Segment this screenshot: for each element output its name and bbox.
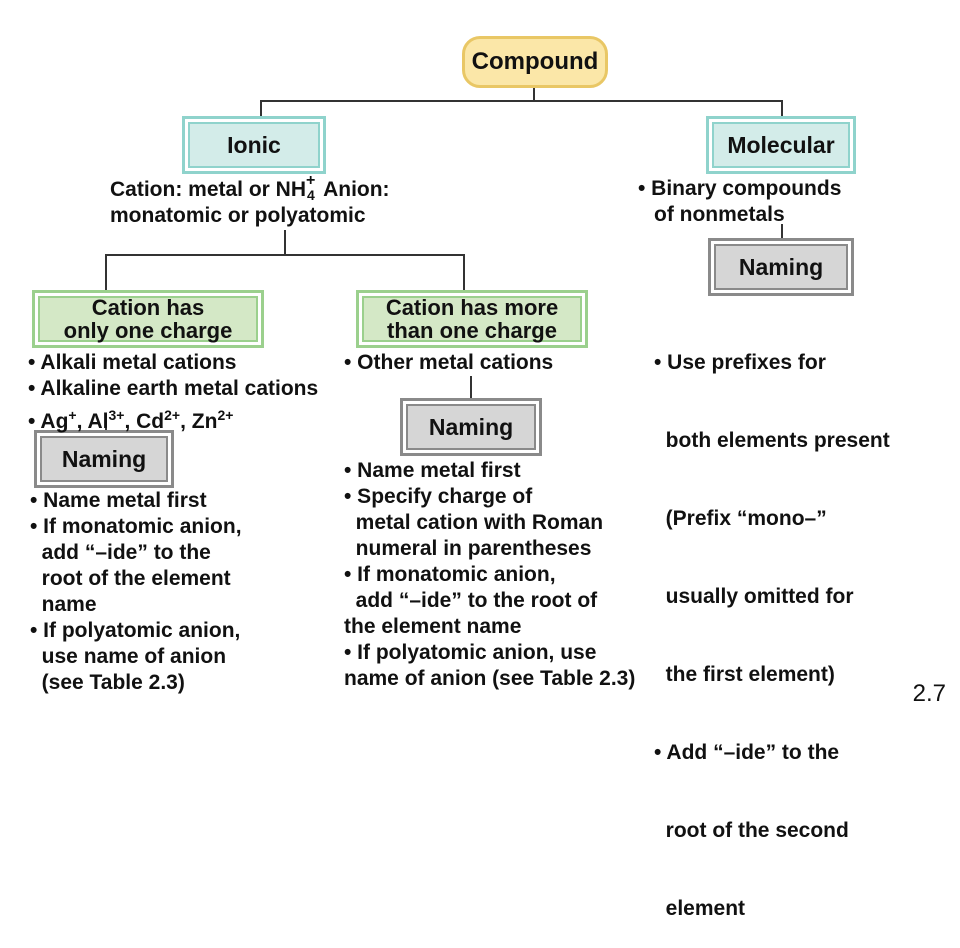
list-item: (see Table 2.3) — [30, 671, 185, 694]
ionic-description: Cation: metal or NH+4 Anion: monatomic o… — [110, 172, 390, 229]
connector-to-ionic — [260, 100, 262, 118]
list-item: (Prefix “mono–” — [654, 507, 827, 530]
list-item: metal cation with Roman — [344, 511, 604, 534]
molecular-desc-line1: • Binary compounds — [638, 177, 842, 200]
list-item: name of anion (see Table 2.3) — [344, 667, 636, 690]
ammonium-subscript: 4 — [307, 187, 315, 203]
ion-zn: Zn — [191, 410, 218, 433]
more-charge-label: Cation has more than one charge — [385, 294, 559, 343]
list-item: add “–ide” to the — [30, 541, 211, 564]
compound-label: Compound — [471, 48, 599, 76]
list-item: • If monatomic anion, — [344, 563, 556, 586]
molecular-node: Molecular — [706, 116, 856, 174]
connector-molecular-naming — [781, 224, 783, 240]
one-charge-rules: • Name metal first • If monatomic anion,… — [30, 488, 242, 696]
list-item: root of the second — [654, 819, 849, 842]
ion-ag: Ag — [40, 410, 69, 433]
list-item: • Use prefixes for — [654, 351, 826, 374]
connector-mid-horizontal — [105, 254, 465, 256]
more-charge-rules: • Name metal first • Specify charge of m… — [344, 458, 635, 692]
more-charge-node: Cation has more than one charge — [356, 290, 588, 348]
ionic-node: Ionic — [182, 116, 326, 174]
list-item: • Name metal first — [344, 459, 521, 482]
molecular-desc-line2: of nonmetals — [654, 203, 785, 226]
ionic-desc-cation: Cation: metal or NH — [110, 178, 307, 201]
list-item: usually omitted for — [654, 585, 854, 608]
ion-cd-charge: 2+ — [164, 407, 181, 423]
molecular-rules: • Use prefixes for both elements present… — [654, 298, 890, 948]
one-charge-naming-label: Naming — [61, 445, 147, 472]
ion-list: • Ag+, Al3+, Cd2+, Zn2+ — [28, 407, 234, 433]
ion-al: Al — [87, 410, 109, 433]
molecular-description: • Binary compounds of nonmetals — [638, 176, 841, 228]
more-charge-naming-label: Naming — [428, 413, 514, 440]
ion-ag-charge: + — [68, 407, 77, 423]
connector-compound-down — [533, 88, 535, 102]
list-item: • Name metal first — [30, 489, 207, 512]
list-item: use name of anion — [30, 645, 227, 668]
compound-node: Compound — [462, 36, 608, 88]
more-charge-cations: • Other metal cations — [344, 350, 553, 376]
one-charge-cations: • Alkali metal cations • Alkaline earth … — [28, 350, 318, 435]
list-item: • Specify charge of — [344, 485, 533, 508]
ion-zn-charge: 2+ — [217, 407, 234, 423]
ion-cd: Cd — [136, 410, 165, 433]
connector-top-horizontal — [260, 100, 783, 102]
molecular-label: Molecular — [727, 131, 835, 158]
list-item: • Add “–ide” to the — [654, 741, 840, 764]
one-charge-label: Cation has only one charge — [63, 294, 233, 343]
list-item: element — [654, 897, 746, 920]
list-item: name — [30, 593, 97, 616]
list-item: add “–ide” to the root of — [344, 589, 598, 612]
list-item: • Other metal cations — [344, 351, 554, 374]
molecular-naming-node: Naming — [708, 238, 854, 296]
list-item: both elements present — [654, 429, 890, 452]
one-charge-naming-node: Naming — [34, 430, 174, 488]
connector-ionic-down — [284, 230, 286, 256]
connector-to-more-charge — [463, 254, 465, 292]
more-charge-naming-node: Naming — [400, 398, 542, 456]
bullet: • — [28, 410, 41, 433]
list-item: • If monatomic anion, — [30, 515, 242, 538]
list-item: • Alkali metal cations — [28, 351, 237, 374]
list-item: numeral in parentheses — [344, 537, 592, 560]
ammonium-charge: + — [306, 172, 316, 189]
molecular-naming-label: Naming — [738, 253, 824, 280]
connector-to-molecular — [781, 100, 783, 118]
connector-to-one-charge — [105, 254, 107, 292]
connector-one-naming — [105, 414, 107, 432]
list-item: the element name — [344, 615, 522, 638]
list-item: the first element) — [654, 663, 835, 686]
list-item: • Alkaline earth metal cations — [28, 377, 319, 400]
ionic-label: Ionic — [227, 131, 281, 158]
ion-al-charge: 3+ — [108, 407, 125, 423]
list-item: • If polyatomic anion, use — [344, 641, 597, 664]
list-item: root of the element — [30, 567, 231, 590]
one-charge-node: Cation has only one charge — [32, 290, 264, 348]
connector-more-naming — [470, 376, 472, 400]
ionic-desc-line2: monatomic or polyatomic — [110, 204, 366, 227]
ionic-desc-anion: Anion: — [318, 178, 390, 201]
list-item: • If polyatomic anion, — [30, 619, 241, 642]
page-number: 2.7 — [912, 680, 946, 707]
